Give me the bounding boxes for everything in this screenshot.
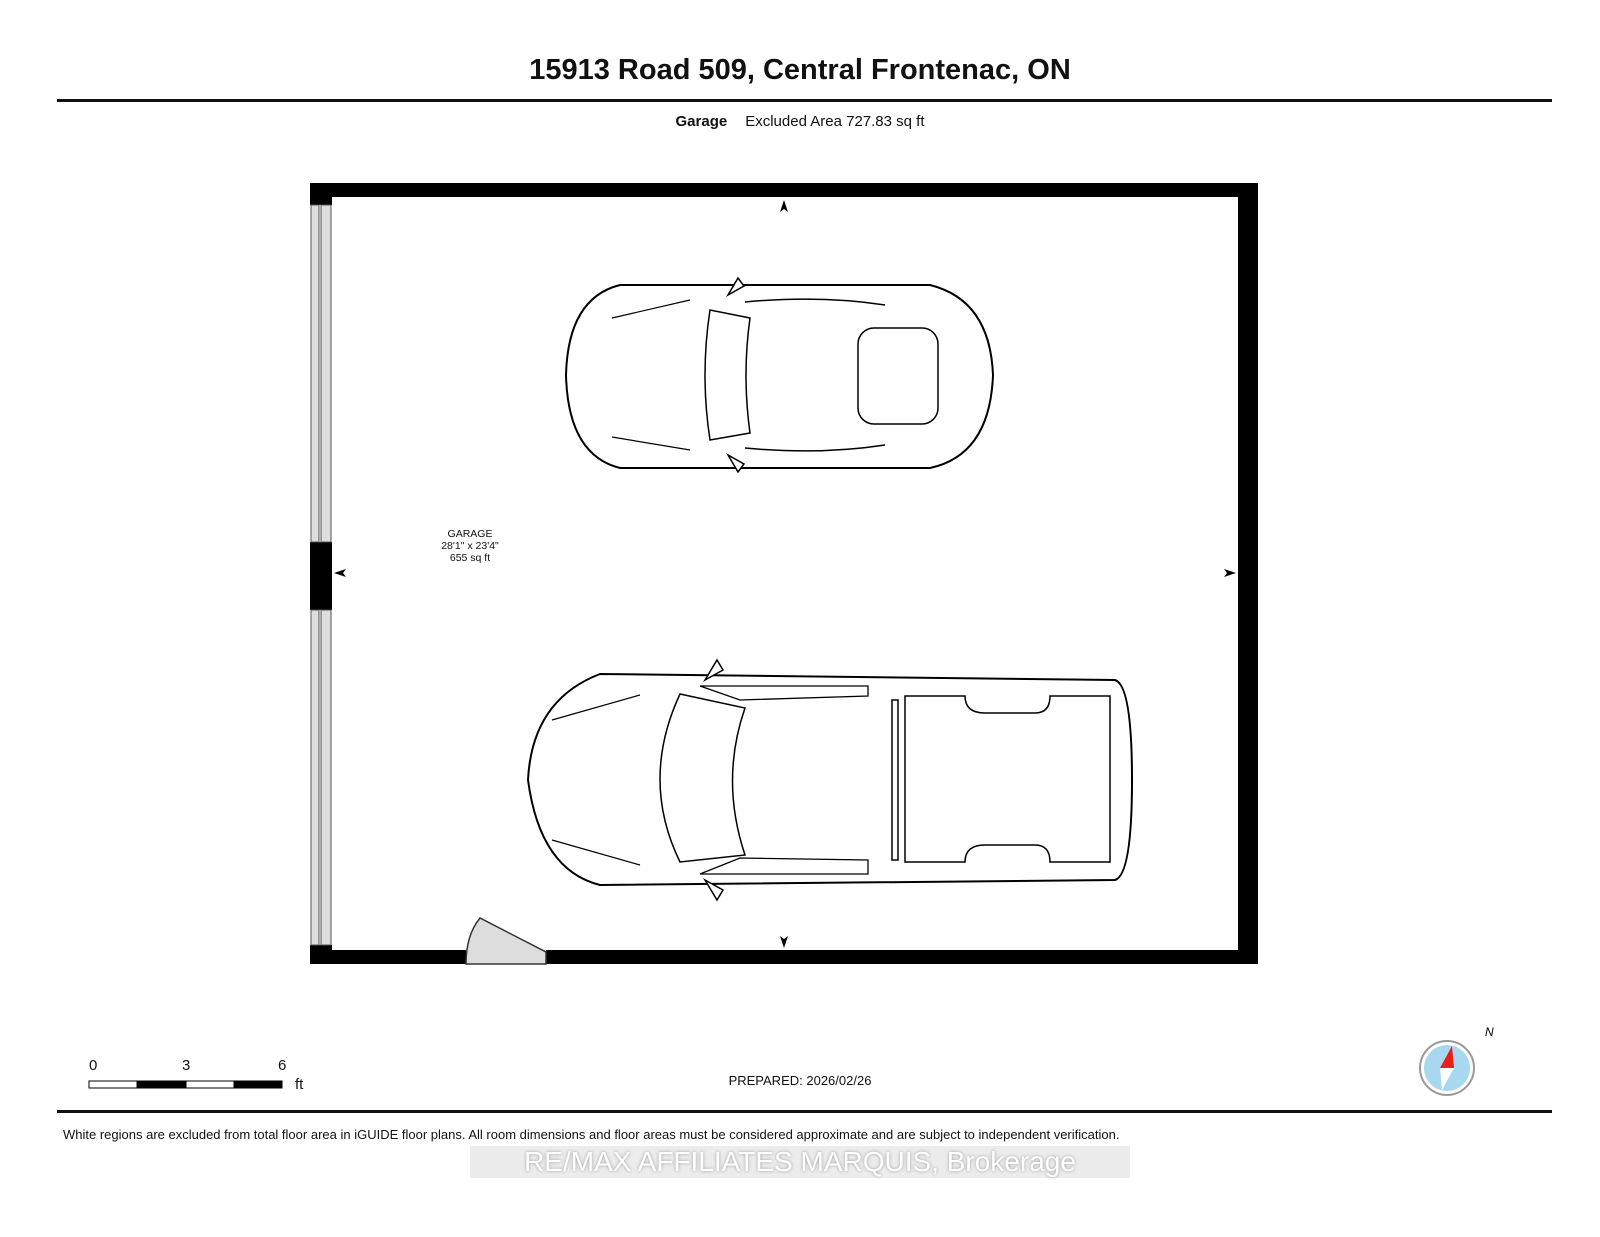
scale-label-0: 0	[89, 1057, 98, 1074]
scale-bar	[88, 1080, 283, 1089]
compass-north-label: N	[1485, 1025, 1494, 1039]
prepared-date: PREPARED: 2026/02/26	[728, 1073, 872, 1088]
window-left	[310, 204, 332, 946]
level-name: Garage	[675, 113, 728, 130]
room-area: 655 sq ft	[449, 552, 491, 564]
door-swing	[465, 917, 547, 965]
dimension-arrows	[334, 200, 1236, 948]
header-divider	[57, 99, 1552, 102]
brokerage-watermark: RE/MAX AFFILIATES MARQUIS, Brokerage	[470, 1146, 1130, 1178]
scale-label-3: 3	[182, 1057, 191, 1074]
walls	[310, 183, 1258, 964]
room-dimensions: 28'1" x 23'4"	[441, 540, 499, 552]
scale-label-6: 6	[278, 1057, 287, 1074]
scale-unit: ft	[295, 1076, 304, 1093]
car-icon	[564, 276, 995, 474]
room-name: GARAGE	[447, 528, 493, 540]
compass-icon	[1419, 1040, 1475, 1096]
page-title: 15913 Road 509, Central Frontenac, ON	[529, 54, 1071, 86]
truck-icon	[526, 658, 1134, 902]
excluded-area: Excluded Area 727.83 sq ft	[745, 113, 925, 130]
footer-divider	[57, 1110, 1552, 1113]
level-summary: Garage Excluded Area 727.83 sq ft	[0, 113, 1600, 130]
disclaimer: White regions are excluded from total fl…	[63, 1127, 1120, 1142]
room-label: GARAGE 28'1" x 23'4" 655 sq ft	[400, 528, 540, 564]
